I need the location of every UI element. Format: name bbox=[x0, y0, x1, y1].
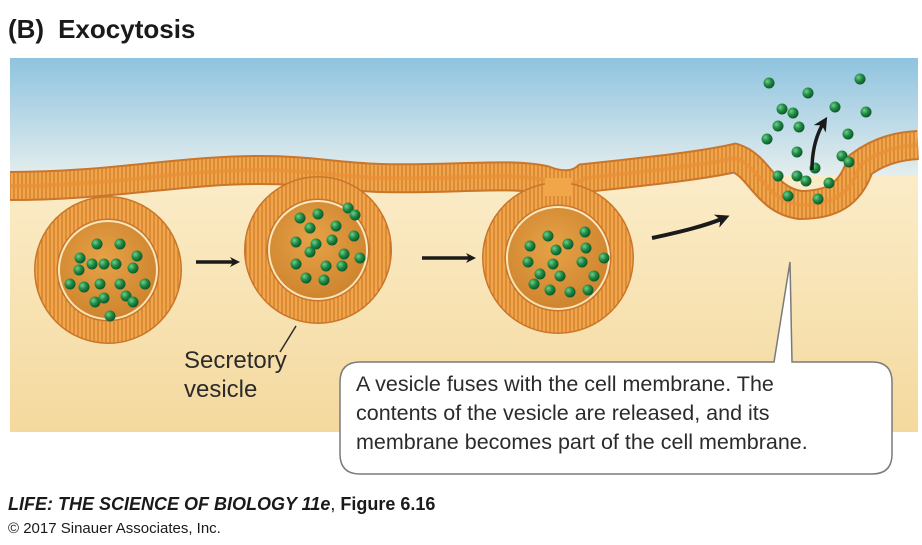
molecule-icon bbox=[576, 256, 588, 268]
molecule-icon bbox=[554, 270, 566, 282]
molecule-icon bbox=[98, 258, 110, 270]
molecule-icon bbox=[290, 236, 302, 248]
molecule-icon bbox=[763, 77, 775, 89]
molecule-icon bbox=[812, 193, 824, 205]
molecule-icon bbox=[522, 256, 534, 268]
molecule-icon bbox=[579, 226, 591, 238]
vesicle-label-line2: vesicle bbox=[184, 376, 258, 403]
arrow-up-icon bbox=[810, 116, 828, 171]
molecule-icon bbox=[776, 103, 788, 115]
molecule-icon bbox=[524, 240, 536, 252]
molecule-icon bbox=[544, 284, 556, 296]
molecule-icon bbox=[330, 220, 342, 232]
molecule-icon bbox=[761, 133, 773, 145]
caption-separator: , bbox=[330, 494, 341, 514]
molecule-icon bbox=[782, 190, 794, 202]
molecule-icon bbox=[354, 252, 366, 264]
figure-number: Figure 6.16 bbox=[340, 494, 436, 514]
book-title: LIFE: THE SCIENCE OF BIOLOGY 11e bbox=[8, 494, 331, 514]
molecule-icon bbox=[562, 238, 574, 250]
molecule-icon bbox=[582, 284, 594, 296]
molecule-icon bbox=[91, 238, 103, 250]
callout-line1: A vesicle fuses with the cell membrane. … bbox=[356, 372, 774, 396]
molecule-icon bbox=[800, 175, 812, 187]
callout-line2: contents of the vesicle are released, an… bbox=[356, 401, 770, 425]
copyright-notice: © 2017 Sinauer Associates, Inc. bbox=[8, 520, 221, 537]
arrow-right-icon bbox=[651, 214, 730, 240]
molecule-icon bbox=[564, 286, 576, 298]
molecule-icon bbox=[528, 278, 540, 290]
secretory-vesicle-2 bbox=[244, 176, 392, 324]
molecule-icon bbox=[349, 209, 361, 221]
molecule-icon bbox=[860, 106, 872, 118]
molecule-icon bbox=[336, 260, 348, 272]
molecule-icon bbox=[348, 230, 360, 242]
molecule-icon bbox=[791, 146, 803, 158]
molecule-icon bbox=[534, 268, 546, 280]
molecule-icon bbox=[290, 258, 302, 270]
molecule-icon bbox=[304, 246, 316, 258]
molecule-icon bbox=[294, 212, 306, 224]
molecule-icon bbox=[542, 230, 554, 242]
callout-bubble bbox=[339, 261, 893, 475]
molecule-icon bbox=[588, 270, 600, 282]
molecule-icon bbox=[320, 260, 332, 272]
molecule-icon bbox=[86, 258, 98, 270]
molecule-icon bbox=[139, 278, 151, 290]
molecule-icon bbox=[110, 258, 122, 270]
panel-letter: (B) bbox=[8, 14, 45, 44]
molecule-icon bbox=[127, 296, 139, 308]
molecule-icon bbox=[802, 87, 814, 99]
molecule-icon bbox=[318, 274, 330, 286]
molecule-icon bbox=[854, 73, 866, 85]
molecule-icon bbox=[598, 252, 610, 264]
molecule-icon bbox=[823, 177, 835, 189]
molecule-icon bbox=[114, 278, 126, 290]
molecule-icon bbox=[550, 244, 562, 256]
molecule-icon bbox=[842, 128, 854, 140]
molecule-icon bbox=[772, 170, 784, 182]
molecule-icon bbox=[131, 250, 143, 262]
molecule-icon bbox=[843, 156, 855, 168]
vesicle-label: Secretory vesicle bbox=[184, 346, 287, 404]
molecule-icon bbox=[312, 208, 324, 220]
secretory-vesicle-1 bbox=[34, 196, 182, 344]
title-text: Exocytosis bbox=[58, 14, 196, 44]
molecule-icon bbox=[73, 264, 85, 276]
vesicle-label-leader bbox=[279, 325, 297, 353]
molecule-icon bbox=[342, 202, 354, 214]
molecule-icon bbox=[114, 238, 126, 250]
molecule-icon bbox=[338, 248, 350, 260]
molecule-icon bbox=[304, 222, 316, 234]
molecule-icon bbox=[74, 252, 86, 264]
molecule-icon bbox=[791, 170, 803, 182]
molecule-icon bbox=[89, 296, 101, 308]
cell-membrane bbox=[9, 130, 920, 221]
vesicle-label-line1: Secretory bbox=[184, 347, 287, 374]
figure-caption: LIFE: THE SCIENCE OF BIOLOGY 11e, Figure… bbox=[8, 494, 435, 515]
molecule-icon bbox=[310, 238, 322, 250]
callout-text: A vesicle fuses with the cell membrane. … bbox=[338, 360, 894, 474]
molecule-icon bbox=[772, 120, 784, 132]
molecule-icon bbox=[829, 101, 841, 113]
molecule-icon bbox=[78, 281, 90, 293]
molecule-icon bbox=[580, 242, 592, 254]
molecule-icon bbox=[300, 272, 312, 284]
molecule-icon bbox=[326, 234, 338, 246]
callout-line3: membrane becomes part of the cell membra… bbox=[356, 430, 808, 454]
molecule-icon bbox=[94, 278, 106, 290]
molecule-icon bbox=[787, 107, 799, 119]
molecule-icon bbox=[64, 278, 76, 290]
figure-title: (B) Exocytosis bbox=[8, 14, 195, 45]
molecule-icon bbox=[793, 121, 805, 133]
molecule-icon bbox=[104, 310, 116, 322]
secreted-molecules bbox=[64, 73, 872, 322]
molecule-icon bbox=[547, 258, 559, 270]
molecule-icon bbox=[127, 262, 139, 274]
molecule-icon bbox=[98, 292, 110, 304]
